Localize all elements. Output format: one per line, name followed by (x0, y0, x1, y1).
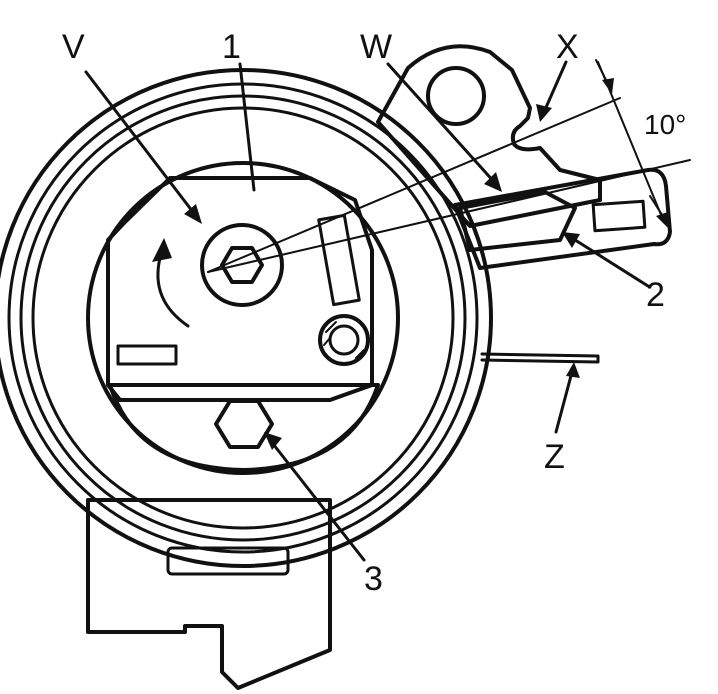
label-z: Z (544, 438, 565, 476)
pulley-ring-inner (86, 161, 400, 475)
hub-lower-segment (108, 383, 380, 472)
leader-x-arrowhead-icon (536, 104, 552, 122)
roller-pin (318, 314, 370, 366)
label-w: W (360, 28, 392, 66)
mounting-bracket (86, 498, 332, 690)
bracket-hole (426, 66, 486, 126)
leader-one (238, 62, 256, 192)
pulley-ring-outer (0, 68, 493, 568)
roller-hatch-1 (325, 321, 337, 333)
leader-two-arrowhead-icon (562, 232, 580, 248)
label-three: 3 (364, 560, 383, 598)
rotation-arrowhead-icon (152, 238, 172, 262)
label-v: V (62, 28, 85, 66)
center-hex-socket-icon (220, 246, 264, 284)
reference-plate-z (480, 352, 600, 364)
pointer-arm (453, 167, 672, 270)
roller-pin-inner (328, 324, 360, 356)
roller-hatch-3 (355, 349, 365, 359)
lower-hex-bolt-icon (214, 399, 274, 449)
angle-line-2 (207, 159, 691, 273)
leader-w-arrowhead-icon (484, 172, 502, 192)
angle-dim-arrowhead-top-icon (602, 78, 614, 94)
plate-mark-slot (317, 213, 361, 307)
leader-w (386, 62, 498, 186)
pointer-indicator (458, 190, 577, 252)
leader-z (554, 370, 574, 434)
leader-three (268, 438, 366, 562)
label-x: X (556, 28, 579, 66)
arm-slot (591, 199, 647, 233)
center-bolt (200, 223, 284, 307)
upper-bracket (376, 44, 602, 228)
plate-mark-left (116, 344, 178, 366)
angle-line-1 (207, 97, 621, 273)
roller-hatch-2 (323, 337, 331, 346)
leader-v (84, 70, 198, 218)
leader-z-arrowhead-icon (566, 362, 580, 378)
leader-two (570, 236, 650, 288)
label-one: 1 (222, 28, 241, 66)
rotation-arrow (156, 256, 190, 328)
label-angle: 10° (644, 109, 686, 140)
angle-dim-arrowhead-bottom-icon (656, 212, 668, 228)
leader-three-arrowhead-icon (264, 432, 282, 450)
leader-x (542, 60, 568, 114)
leader-v-arrowhead-icon (184, 204, 202, 224)
pulley-ring-4 (31, 106, 455, 530)
label-two: 2 (646, 276, 665, 314)
